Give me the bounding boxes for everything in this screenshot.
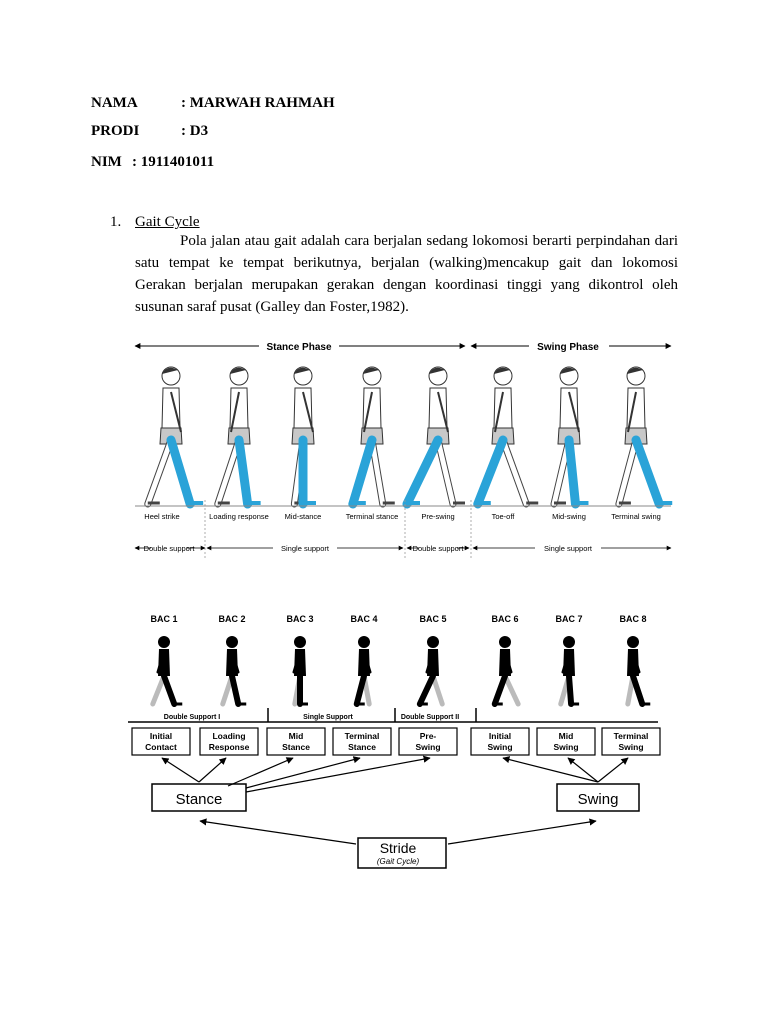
bac-silhouette <box>220 636 247 707</box>
phase-label-heel-strike: Heel strike <box>144 512 179 521</box>
nim-value: : 1911401011 <box>132 154 215 170</box>
phase-label-mid-swing: Mid-swing <box>552 512 586 521</box>
gait-phase-figure: Stance Phase Swing Phase Heel strike Loa… <box>131 328 677 568</box>
phase-label-loading-response: Loading response <box>209 512 269 521</box>
phase-label-terminal-swing: Terminal swing <box>611 512 661 521</box>
stance-box-label: Stance <box>176 791 223 808</box>
walker-figure <box>214 366 261 509</box>
support-double-i: Double Support I <box>164 714 220 721</box>
phase-box-line1: Loading <box>212 731 245 741</box>
paragraph-text: Pola jalan atau gait adalah cara berjala… <box>135 233 678 315</box>
walker-figure <box>615 366 673 509</box>
bac-silhouette <box>292 636 308 707</box>
walker-figure <box>290 366 316 509</box>
nim-row: NIM : 1911401011 <box>91 154 214 171</box>
stride-box-label: Stride <box>380 840 417 856</box>
section-number: 1. <box>110 214 122 230</box>
bac-label: BAC 5 <box>419 614 446 624</box>
phase-box-line1: Mid <box>559 731 574 741</box>
phase-box-line2: Swing <box>415 742 440 752</box>
bac-silhouette <box>150 636 183 707</box>
phase-box-line1: Mid <box>289 731 304 741</box>
phase-box: Pre-Swing <box>398 727 458 756</box>
bac-label: BAC 4 <box>350 614 377 624</box>
section-paragraph: Pola jalan atau gait adalah cara berjala… <box>135 230 678 318</box>
section-title: Gait Cycle <box>135 214 200 230</box>
phase-box-line2: Response <box>209 742 250 752</box>
phase-box-line2: Swing <box>618 742 643 752</box>
phase-box-line2: Swing <box>553 742 578 752</box>
bac-silhouette <box>558 636 580 707</box>
stride-box-sublabel: (Gait Cycle) <box>377 857 420 866</box>
support-double-ii: Double Support II <box>401 714 459 721</box>
phase-label-pre-swing: Pre-swing <box>421 512 454 521</box>
support-single: Single Support <box>303 714 353 721</box>
walker-figure <box>348 366 395 509</box>
bac-silhouettes: BAC 1 BAC 2 BAC 3 BAC 4 BAC 5 BAC 6 BAC 7 BAC 8 <box>150 614 651 707</box>
support-label-double-2: Double support <box>413 544 465 553</box>
support-label-single-1: Single support <box>281 544 330 553</box>
bac-silhouette <box>416 636 445 707</box>
section-heading: 1. Gait Cycle <box>110 214 200 231</box>
bac-silhouette <box>353 636 372 707</box>
phase-box-line1: Terminal <box>345 731 380 741</box>
walker-figure <box>550 366 589 509</box>
phase-boxes: InitialContactLoadingResponseMidStanceTe… <box>131 727 661 756</box>
swing-phase-label: Swing Phase <box>537 342 599 353</box>
prodi-row: PRODI : D3 <box>91 123 208 140</box>
phase-box-line2: Stance <box>348 742 376 752</box>
swing-box-label: Swing <box>578 791 619 808</box>
nama-row: NAMA : MARWAH RAHMAH <box>91 95 335 112</box>
bac-label: BAC 1 <box>150 614 177 624</box>
phase-box-line2: Swing <box>487 742 512 752</box>
bac-label: BAC 3 <box>286 614 313 624</box>
nama-value: : MARWAH RAHMAH <box>181 95 335 111</box>
phase-label-mid-stance: Mid-stance <box>285 512 322 521</box>
phase-label-toe-off: Toe-off <box>492 512 516 521</box>
phase-box-line1: Initial <box>489 731 511 741</box>
phase-box-line1: Initial <box>150 731 172 741</box>
bac-silhouette <box>491 636 521 707</box>
phase-box-line1: Pre- <box>420 731 437 741</box>
support-label-single-2: Single support <box>544 544 593 553</box>
prodi-label: PRODI <box>91 123 140 139</box>
nama-label: NAMA <box>91 95 138 111</box>
phase-box-line2: Contact <box>145 742 177 752</box>
walker-figure <box>144 366 204 509</box>
bac-label: BAC 2 <box>218 614 245 624</box>
walker-figure <box>473 366 539 509</box>
prodi-value: : D3 <box>181 123 209 139</box>
bac-silhouette <box>625 636 651 707</box>
bac-label: BAC 7 <box>555 614 582 624</box>
support-label-double-1: Double support <box>144 544 196 553</box>
stance-phase-label: Stance Phase <box>266 342 331 353</box>
nim-label: NIM <box>91 154 122 170</box>
walker-figures <box>144 366 673 509</box>
phase-label-terminal-stance: Terminal stance <box>346 512 399 521</box>
bac-label: BAC 6 <box>491 614 518 624</box>
walker-figure <box>402 366 465 509</box>
bac-label: BAC 8 <box>619 614 646 624</box>
bac-gait-diagram: BAC 1 BAC 2 BAC 3 BAC 4 BAC 5 BAC 6 BAC 7 BAC 8… <box>128 608 668 873</box>
phase-box-line2: Stance <box>282 742 310 752</box>
phase-box-line1: Terminal <box>614 731 649 741</box>
